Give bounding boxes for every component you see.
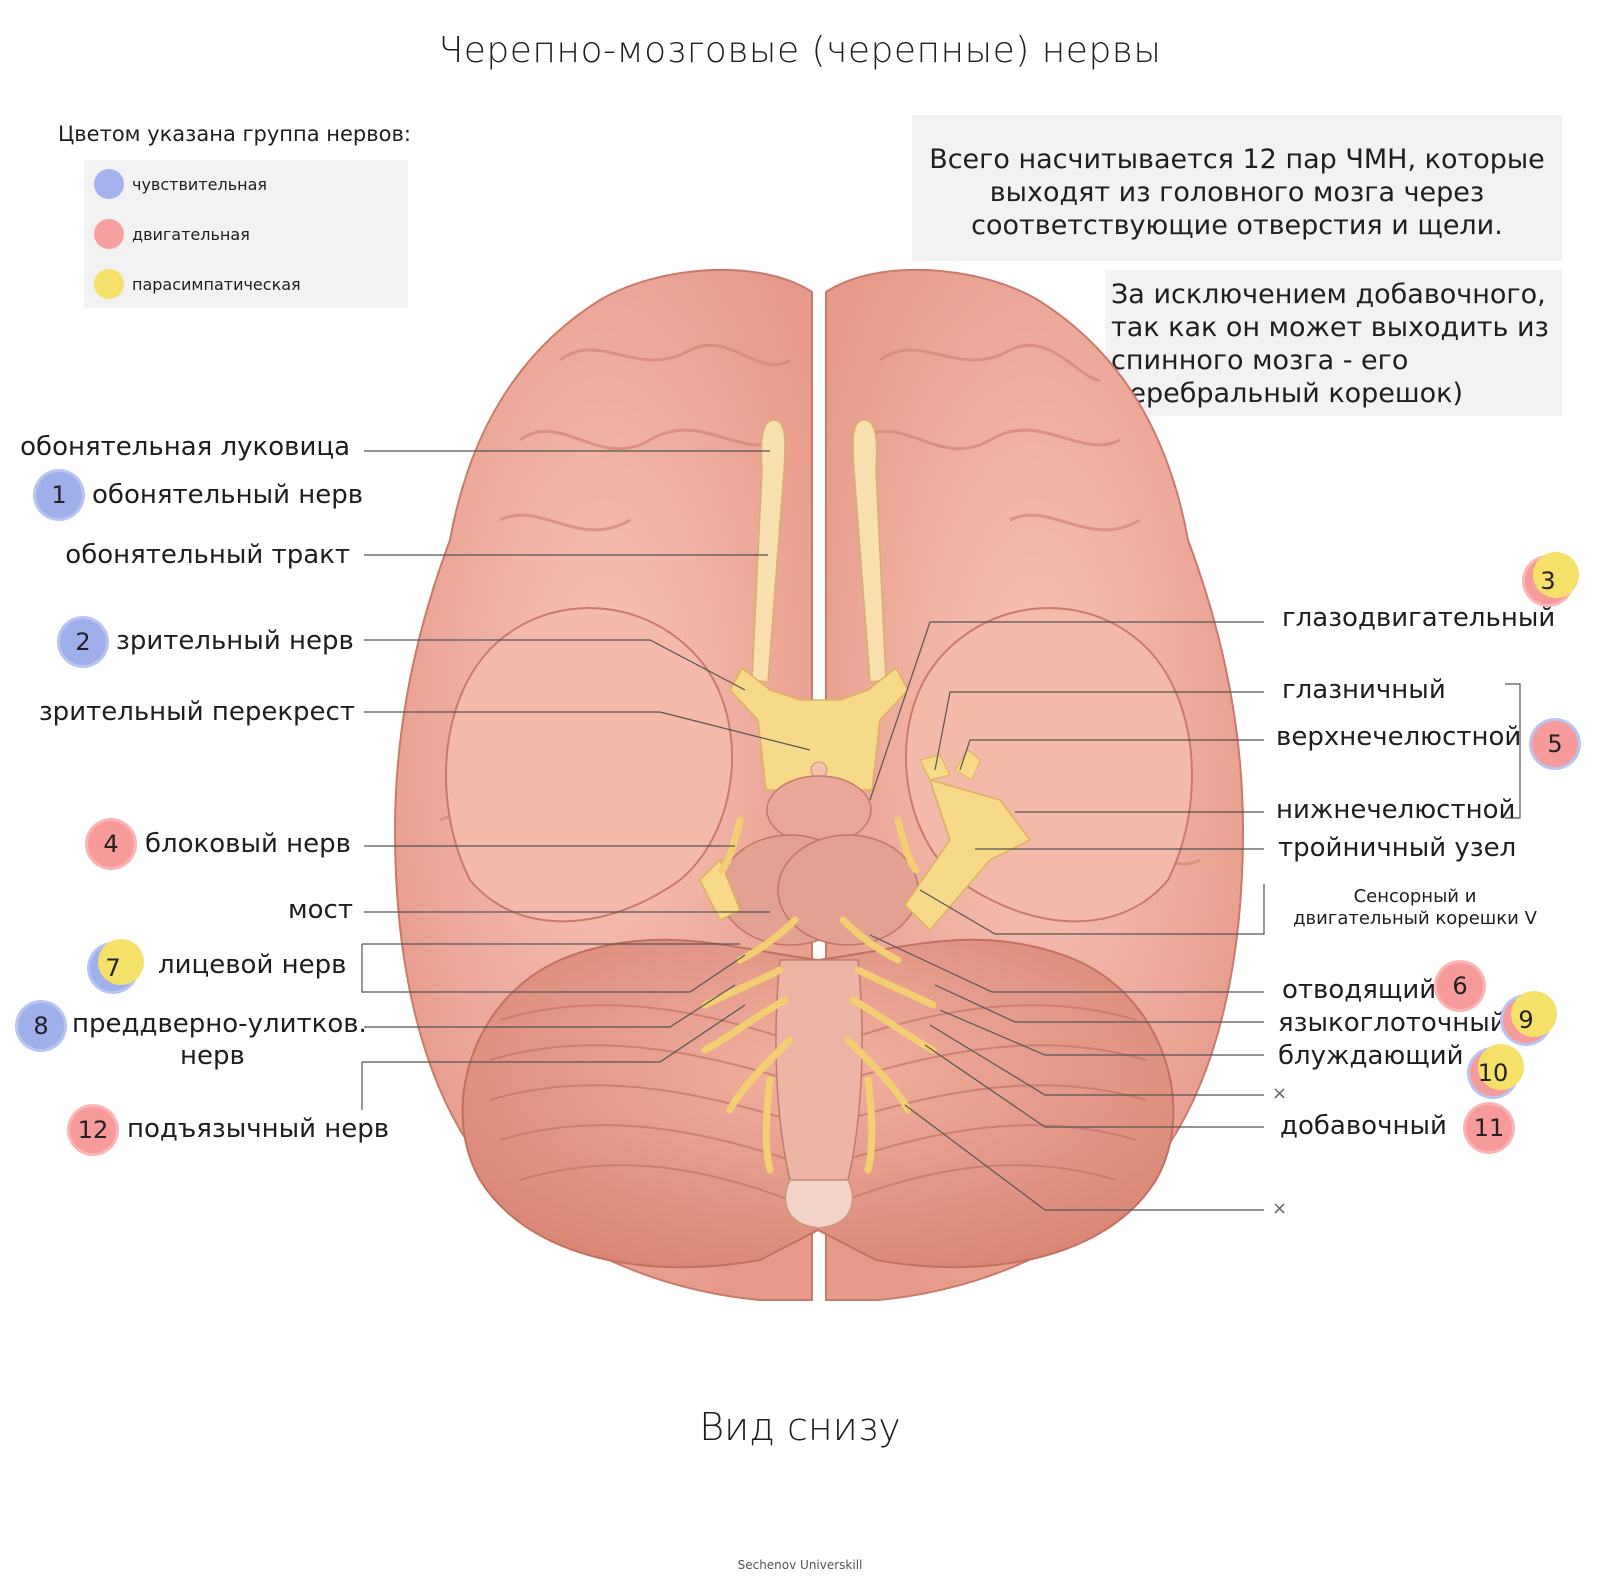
- info-total: Всего насчитывается 12 пар ЧМН, которые …: [912, 115, 1562, 261]
- badge-10: 10: [1470, 1044, 1524, 1096]
- legend-item-sensory: чувствительная: [94, 166, 267, 202]
- label-olfactory-bulb: обонятельная луковица: [20, 432, 350, 462]
- badge-3: 3: [1525, 552, 1579, 604]
- sensory-dot-icon: [94, 169, 124, 199]
- view-caption: Вид снизу: [699, 1405, 901, 1449]
- legend: чувствительная двигательная парасимпатич…: [84, 160, 408, 308]
- legend-item-motor: двигательная: [94, 216, 250, 252]
- spinal-cord-section: [784, 1179, 854, 1229]
- badge-2: 2: [60, 619, 106, 665]
- label-facial: лицевой нерв: [158, 950, 347, 980]
- legend-item-parasympathetic: парасимпатическая: [94, 266, 301, 302]
- trigeminal-ganglion: [904, 778, 1032, 932]
- midbrain: [766, 775, 872, 845]
- parasympathetic-dot-icon: [94, 269, 124, 299]
- page-title: Черепно-мозговые (черепные) нервы: [438, 30, 1162, 71]
- x-mark-1: ×: [1272, 1083, 1288, 1104]
- label-roots-1: Сенсорный и: [1353, 886, 1477, 907]
- medulla: [775, 959, 863, 1181]
- label-ophthalmic: глазничный: [1282, 675, 1446, 705]
- optic-chiasm: [729, 666, 909, 791]
- cerebellar-folia: [489, 1004, 1147, 1201]
- badge-7: 7: [90, 939, 144, 991]
- label-abducens: отводящий: [1282, 975, 1437, 1005]
- badge-1: 1: [36, 472, 82, 518]
- label-hypoglossal: подъязычный нерв: [127, 1114, 390, 1144]
- label-pons: мост: [288, 895, 353, 925]
- legend-label: двигательная: [132, 224, 250, 244]
- badge-11: 11: [1466, 1105, 1512, 1151]
- label-oculomotor: глазодвигательный: [1282, 603, 1556, 633]
- label-trigeminal-ganglion: тройничный узел: [1278, 833, 1517, 863]
- badge-8: 8: [18, 1003, 64, 1049]
- left-temporal-lobe: [445, 606, 733, 923]
- label-glossopharyngeal: языкоглоточный: [1278, 1008, 1507, 1038]
- legend-heading: Цветом указана группа нервов:: [58, 122, 411, 146]
- legend-label: чувствительная: [132, 174, 268, 194]
- label-maxillary: верхнечелюстной: [1276, 722, 1522, 752]
- credit: Sechenov Universkill: [737, 1558, 863, 1572]
- label-optic-chiasm: зрительный перекрест: [38, 697, 355, 727]
- label-vestibulocochlear-1: преддверно-улитков.: [72, 1009, 367, 1039]
- leader-lines: [361, 450, 1521, 1211]
- label-trochlear: блоковый нерв: [145, 829, 352, 859]
- label-vestibulocochlear-2: нерв: [180, 1041, 245, 1071]
- label-accessory: добавочный: [1280, 1111, 1447, 1141]
- label-optic-nerve: зрительный нерв: [116, 626, 354, 656]
- badge-12: 12: [70, 1107, 116, 1153]
- label-mandibular: нижнечелюстной: [1276, 795, 1516, 825]
- x-mark-2: ×: [1272, 1198, 1288, 1219]
- badge-6: 6: [1437, 963, 1483, 1009]
- badge-4: 4: [88, 821, 134, 867]
- label-roots-2: двигательный корешки V: [1293, 908, 1537, 929]
- badge-9: 9: [1503, 991, 1557, 1043]
- motor-dot-icon: [94, 219, 124, 249]
- label-olfactory-nerve: обонятельный нерв: [92, 480, 364, 510]
- legend-label: парасимпатическая: [132, 274, 301, 294]
- info-exception: За исключением добавочного, так как он м…: [1105, 270, 1562, 416]
- badge-5: 5: [1532, 721, 1578, 767]
- left-trigeminal: [699, 858, 741, 922]
- label-vagus: блуждающий: [1278, 1041, 1464, 1071]
- label-olfactory-tract: обонятельный тракт: [65, 540, 350, 570]
- right-olfactory-tract: [852, 419, 887, 683]
- left-olfactory-tract: [751, 419, 786, 683]
